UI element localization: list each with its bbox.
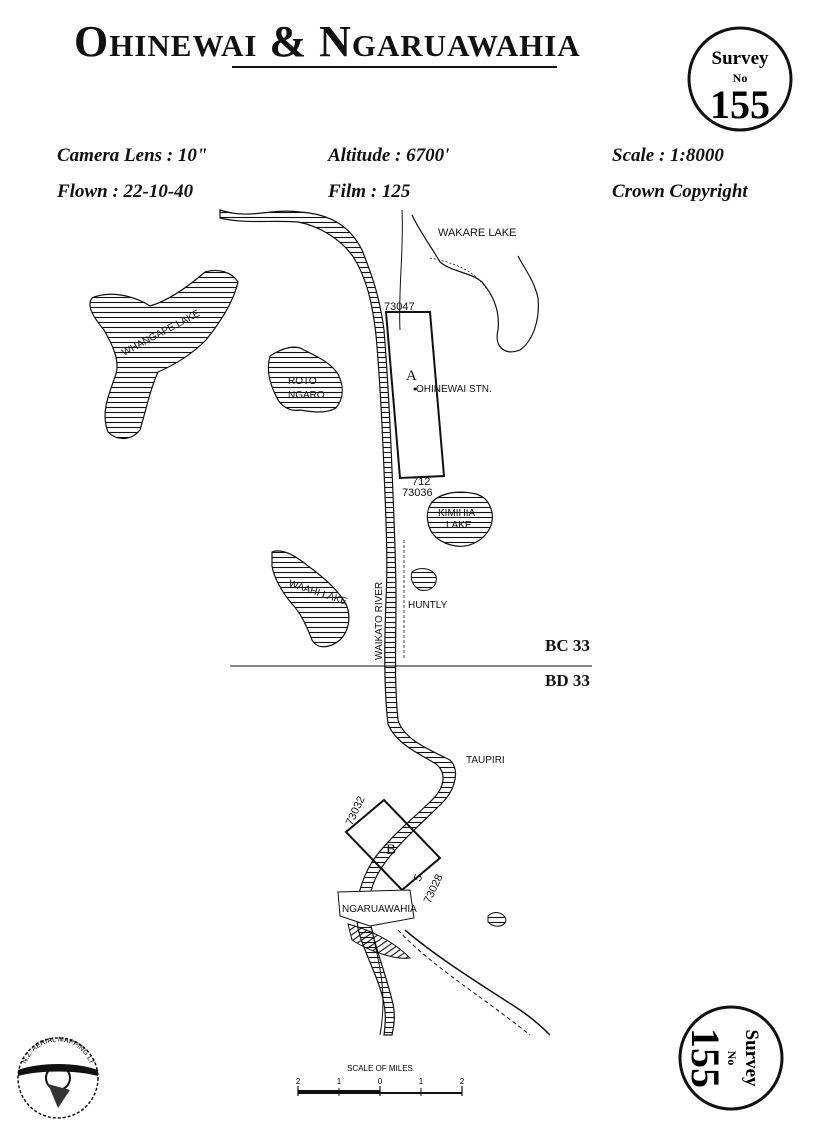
logo-globe-icon xyxy=(48,1084,70,1108)
photo-run-a-end: 73036 xyxy=(402,487,433,499)
logo-text: N.Z. AERIAL MAPPING LTD. xyxy=(0,0,95,1066)
scale-bar: SCALE OF MILES 2 1 0 1 2 xyxy=(296,1064,465,1096)
badge-top-line1: Survey xyxy=(712,48,770,69)
aerial-mapping-logo: N.Z. AERIAL MAPPING LTD. xyxy=(0,0,99,1119)
scale-tick-4: 2 xyxy=(460,1077,465,1086)
badge-bottom-line1: Survey xyxy=(741,1030,762,1088)
wakare-lake xyxy=(411,214,539,353)
title-underline xyxy=(232,66,557,68)
photo-run-a-mid: 712 xyxy=(412,476,430,488)
badge-bottom-number: 155 xyxy=(683,1028,728,1088)
river-bank-line xyxy=(399,209,403,331)
kimihia-lake-label: LAKE xyxy=(446,520,472,531)
photo-run-a-letter: A xyxy=(406,368,417,384)
ngaruawahia-town xyxy=(337,889,415,927)
photo-run-b-mid: 5 xyxy=(412,873,425,884)
wakare-hatch xyxy=(429,257,487,289)
logo-text-path: N.Z. AERIAL MAPPING LTD. xyxy=(0,0,95,1066)
survey-badge-top: Survey No 155 xyxy=(687,26,793,132)
photo-run-b-start: 73032 xyxy=(344,794,368,827)
grid-label-lower: BD 33 xyxy=(545,671,590,690)
altitude-text: Altitude : 6700' xyxy=(328,145,450,166)
photo-run-a: A 73047 73036 712 xyxy=(384,301,446,499)
scale-tick-2: 0 xyxy=(378,1077,383,1086)
scale-text: Scale : 1:8000 xyxy=(612,145,724,166)
kimihia-lake xyxy=(426,491,493,547)
film-text: Film : 125 xyxy=(328,181,411,202)
badge-top-line2: No xyxy=(733,71,748,85)
river-branch-east xyxy=(404,929,551,1036)
waikato-river-label: WAIKATO RIVER xyxy=(374,582,385,660)
logo-wings-icon xyxy=(18,1064,98,1076)
scale-tick-3: 1 xyxy=(419,1077,424,1086)
badge-top-number: 155 xyxy=(710,82,770,127)
scale-tick-1: 1 xyxy=(337,1077,342,1086)
roto-label: ROTO xyxy=(288,376,317,387)
waahi-lake xyxy=(271,550,350,648)
map-title: Ohinewai & Ngaruawahia xyxy=(74,17,581,66)
ngaro-label: NGARO xyxy=(288,390,325,401)
scale-tick-0: 2 xyxy=(296,1077,301,1086)
roto-ngaro-lake xyxy=(267,346,343,413)
wakare-lake-label: WAKARE LAKE xyxy=(438,227,516,239)
huntly-pond xyxy=(410,568,437,591)
kimihia-label: KIMIHIA xyxy=(438,508,476,519)
ngaruawahia-label: NGARUAWAHIA xyxy=(342,904,417,915)
grid-label-upper: BC 33 xyxy=(545,636,590,655)
railway-line xyxy=(397,929,531,1036)
taupiri-label: TAUPIRI xyxy=(466,755,505,766)
ohinewai-stn-marker xyxy=(413,387,417,391)
ngaruawahia-confluence xyxy=(347,923,412,959)
waikato-river xyxy=(219,209,457,1036)
flown-date-text: Flown : 22-10-40 xyxy=(57,181,194,202)
camera-lens-text: Camera Lens : 10" xyxy=(57,145,208,166)
copyright-text: Crown Copyright xyxy=(612,181,748,202)
small-pond xyxy=(487,912,507,927)
huntly-label: HUNTLY xyxy=(408,600,448,611)
whangape-lake xyxy=(89,269,239,440)
photo-run-b-end: 73028 xyxy=(422,872,446,905)
badge-bottom-line2: No xyxy=(725,1051,739,1066)
photo-run-a-start: 73047 xyxy=(384,301,415,313)
survey-badge-bottom: Survey No 155 xyxy=(678,1005,784,1111)
photo-run-b-letter: B xyxy=(386,842,396,858)
ohinewai-stn-label: OHINEWAI STN. xyxy=(416,384,492,395)
photo-run-b: B 73032 73028 5 xyxy=(344,794,446,905)
scale-bar-label: SCALE OF MILES xyxy=(347,1064,413,1073)
